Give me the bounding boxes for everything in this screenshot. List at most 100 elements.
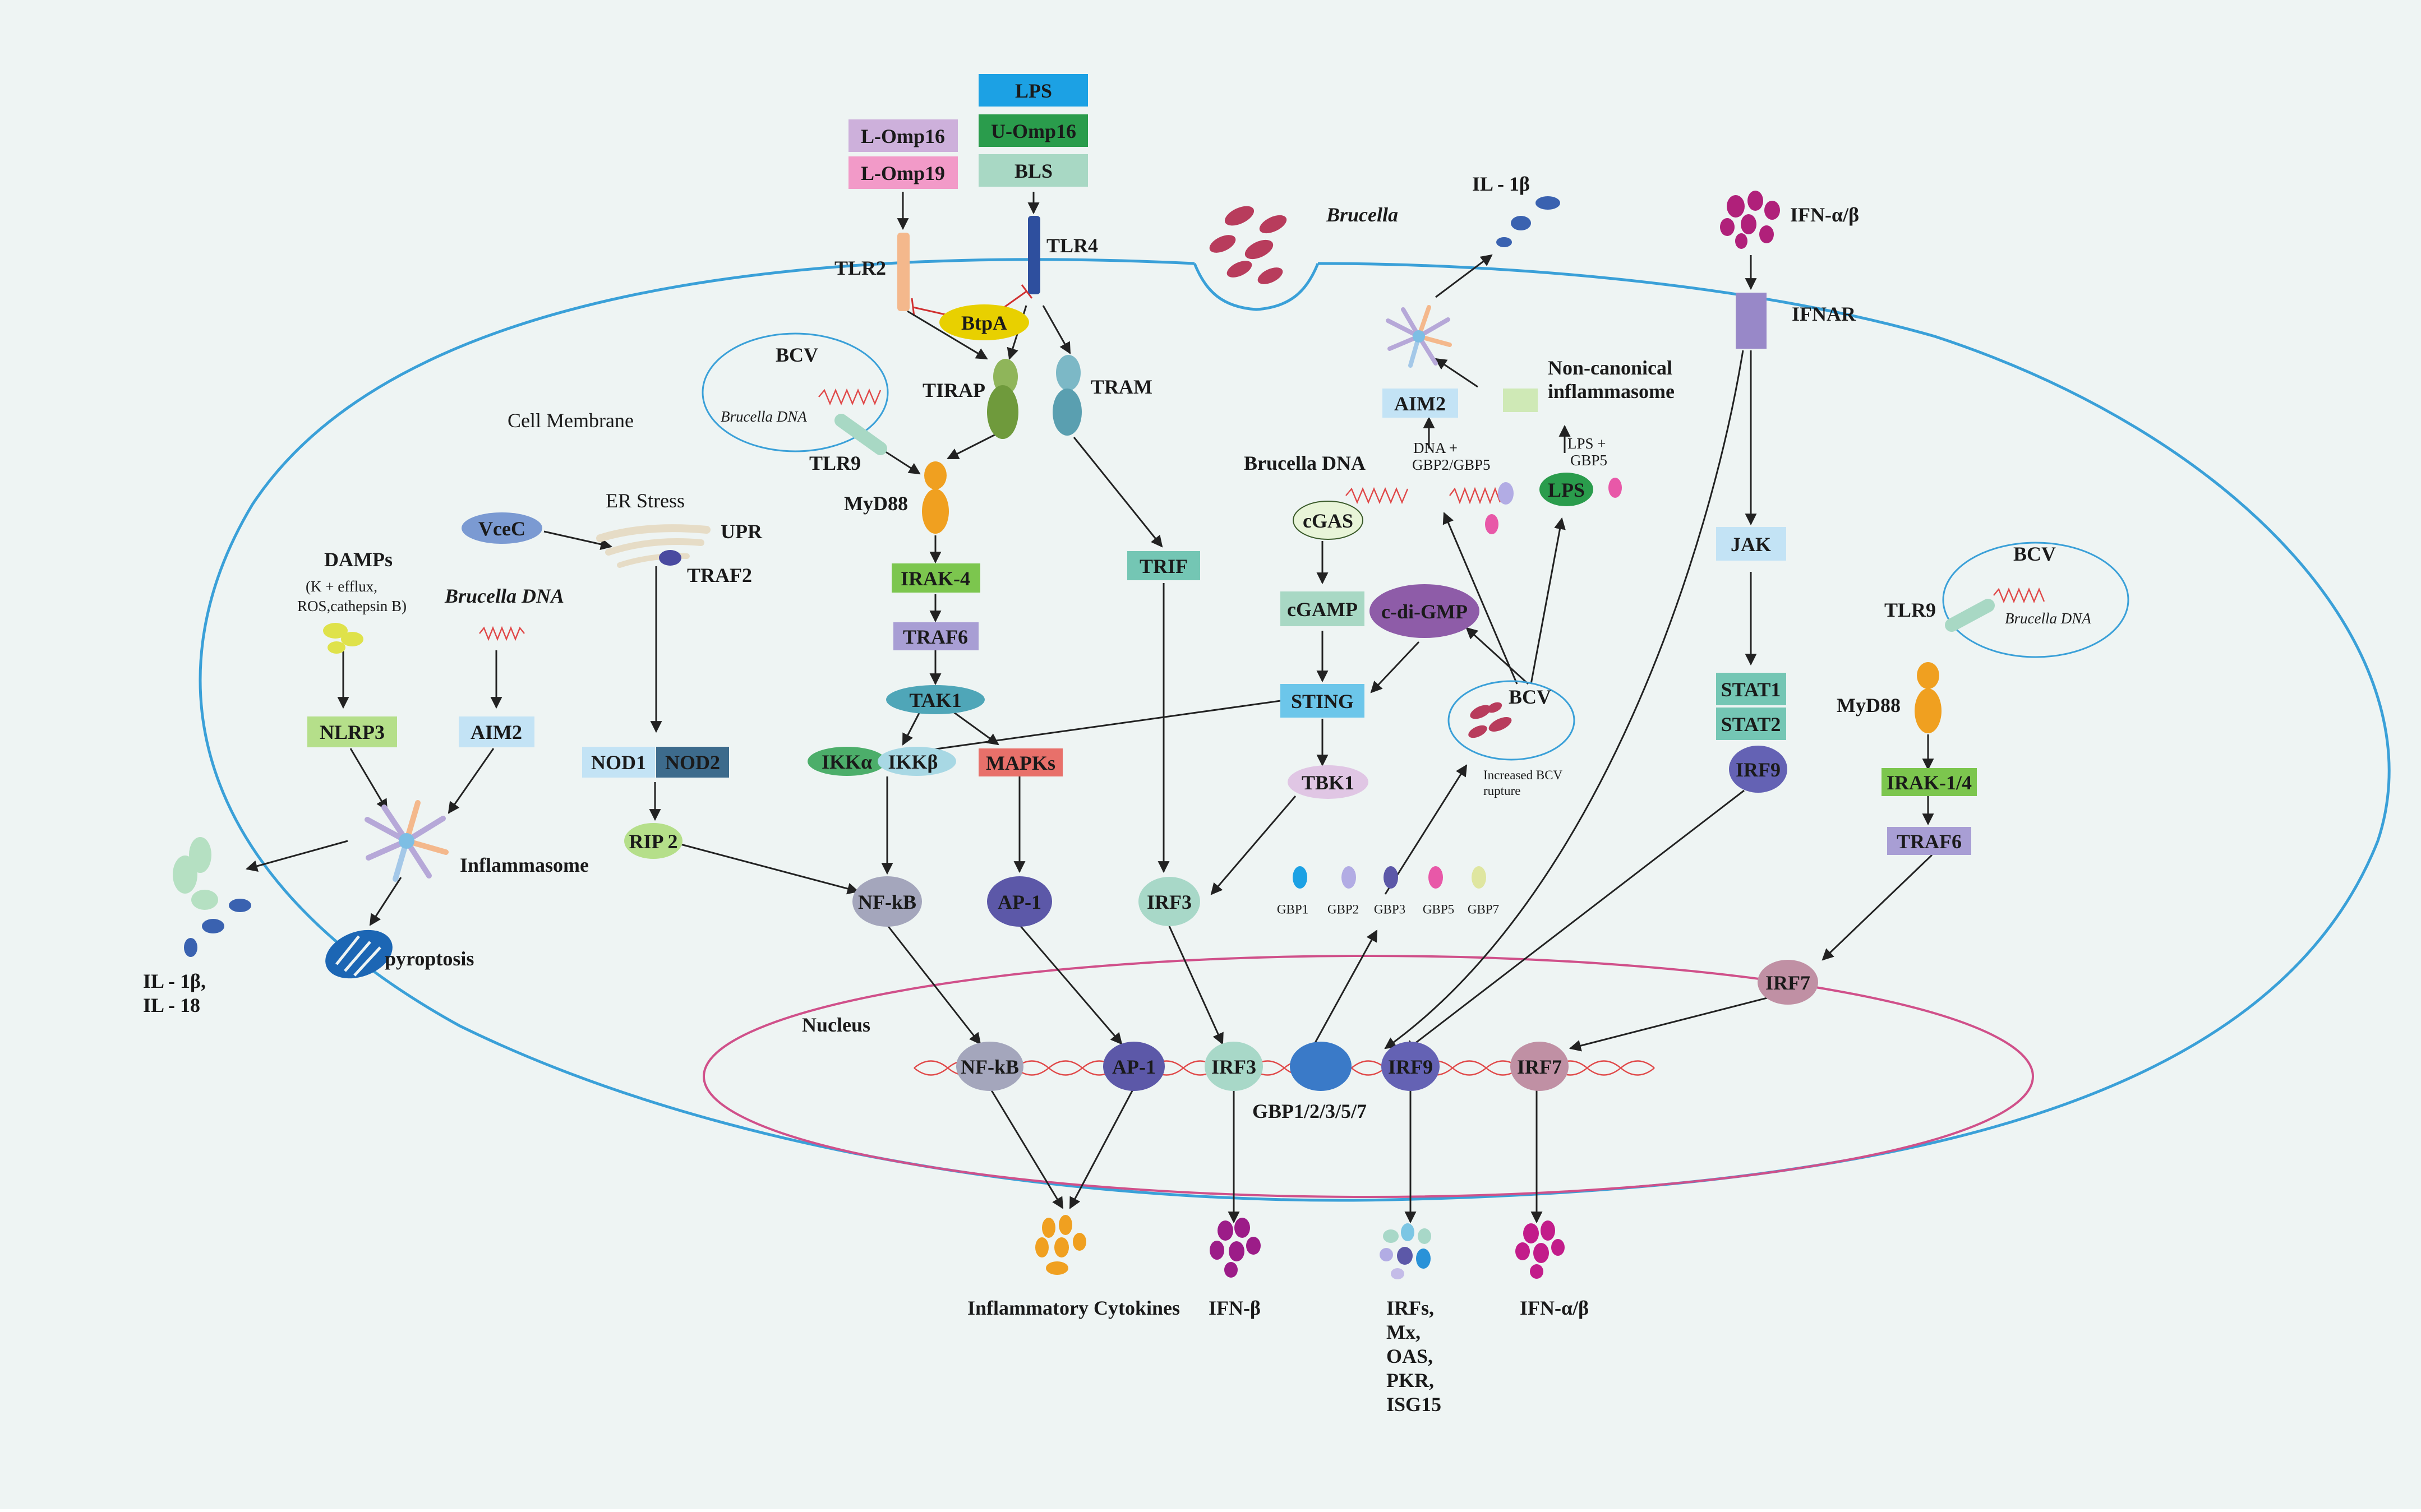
cdigmp-label: c-di-GMP [1381, 600, 1468, 623]
stat2-label: STAT2 [1721, 713, 1781, 736]
tlr9-right-label: TLR9 [1884, 599, 1936, 621]
nod2-label: NOD2 [665, 751, 720, 774]
isg-label-1: IRFs, [1386, 1297, 1434, 1319]
bcv-center [1447, 680, 1575, 761]
bcv-left-label: BCV [776, 344, 818, 366]
brucella-dna-gbp-icon [1449, 487, 1501, 505]
irf9-cyto-node: IRF9 [1729, 746, 1787, 793]
inflammatory-cytokines-label: Inflammatory Cytokines [967, 1297, 1180, 1319]
tram-adaptor [1053, 355, 1082, 436]
irf7-cyto-label: IRF7 [1765, 972, 1810, 994]
gbp-dot-pink-lps [1608, 478, 1622, 498]
non-canonical-label-2: inflammasome [1548, 380, 1675, 403]
gbp7-label: GBP7 [1468, 903, 1499, 917]
tirap-adaptor [987, 359, 1018, 439]
damps-sub-1: (K + efflux, [306, 578, 377, 595]
tlr2-receptor [897, 233, 910, 311]
damps-icon [323, 623, 363, 654]
irf3-nuclear: IRF3 [1205, 1042, 1263, 1091]
pyroptosis-icon [325, 930, 393, 979]
myd88-left-label: MyD88 [844, 492, 908, 515]
inflammasome-left-icon [365, 800, 449, 882]
brucella-dna-left-label: Brucella DNA [444, 585, 564, 607]
l-omp19-label: L-Omp19 [861, 162, 945, 184]
rip2-node: RIP 2 [624, 823, 683, 859]
lps-cyto-label: LPS [1548, 479, 1585, 501]
mapks-box: MAPKs [979, 748, 1063, 776]
btpa-label: BtpA [961, 312, 1007, 334]
irf3-nuclear-label: IRF3 [1211, 1056, 1256, 1078]
phagocytic-cup [1193, 263, 1320, 311]
sting-box: STING [1280, 684, 1364, 718]
upr-label: UPR [721, 520, 763, 543]
dna-gbp-label-1: DNA + [1413, 440, 1458, 456]
gbp-dot-pink [1485, 514, 1498, 534]
myd88-left [922, 461, 949, 534]
cdigmp-node: c-di-GMP [1369, 584, 1479, 638]
aim2-left-box: AIM2 [459, 716, 534, 747]
ifn-ab-top-label: IFN-α/β [1790, 204, 1859, 226]
tlr9-left-label: TLR9 [809, 452, 861, 474]
nfkb-nuclear: NF-kB [956, 1042, 1023, 1091]
bcv-center-label: BCV [1509, 686, 1551, 708]
gbp3-label: GBP3 [1374, 903, 1405, 917]
ap1-cyto: AP-1 [987, 876, 1052, 927]
gbp-gene-node [1290, 1042, 1352, 1091]
irf7-nuclear-label: IRF7 [1517, 1056, 1562, 1078]
gbp-dot-lilac [1498, 482, 1514, 505]
brucella-label: Brucella [1326, 204, 1398, 226]
aim2-top-box: AIM2 [1382, 389, 1458, 418]
tlr4-receptor [1028, 216, 1040, 294]
il1b-il18-icon [173, 837, 251, 957]
il1b-il18-line-1: IL - 1β, [143, 970, 206, 992]
pyroptosis-label: pyroptosis [385, 947, 474, 970]
bcv-rupture-label-1: Increased BCV [1483, 768, 1563, 782]
jak-label: JAK [1731, 533, 1771, 556]
ifn-ab-top-icon [1720, 191, 1780, 249]
ifn-ab-bottom-icon [1515, 1220, 1565, 1279]
u-omp16-label: U-Omp16 [991, 120, 1076, 142]
mapks-label: MAPKs [986, 752, 1055, 774]
irak4-box: IRAK-4 [892, 563, 980, 593]
bcv-rupture-label-2: rupture [1483, 784, 1520, 798]
u-omp16-box: U-Omp16 [979, 114, 1088, 147]
irf7-nuclear: IRF7 [1510, 1042, 1569, 1091]
bls-box: BLS [979, 154, 1088, 187]
il1b-top-icon-a [1535, 196, 1560, 210]
inflammasome-top-icon [1386, 305, 1452, 368]
isg-label-4: PKR, [1386, 1369, 1434, 1391]
gbp-row [1293, 866, 1486, 889]
nfkb-nuclear-label: NF-kB [961, 1056, 1019, 1078]
nlrp3-box: NLRP3 [307, 716, 397, 747]
lps-label: LPS [1015, 80, 1052, 102]
gbp-genes-label: GBP1/2/3/5/7 [1252, 1100, 1367, 1122]
lps-gbp-label-1: LPS + [1567, 435, 1606, 452]
myd88-right [1915, 662, 1942, 733]
ikka-label: IKKα [822, 751, 872, 773]
ikk-complex: IKKα IKKβ [808, 747, 956, 776]
traf6-left-label: TRAF6 [903, 626, 968, 648]
vcec-label: VceC [478, 517, 525, 540]
sting-label: STING [1291, 690, 1354, 713]
rip2-label: RIP 2 [629, 830, 677, 853]
ifnar-receptor [1736, 293, 1767, 349]
er-stress-label: ER Stress [606, 489, 685, 512]
cgas-label: cGAS [1303, 510, 1353, 532]
bcv-right [1942, 542, 2129, 658]
damps-sub-2: ROS,cathepsin B) [297, 598, 407, 614]
btpa-node: BtpA [939, 304, 1029, 340]
brucella-bacteria-icon [1209, 206, 1287, 284]
bcv-left [702, 332, 889, 452]
lps-cyto-node: LPS [1539, 473, 1593, 506]
tlr9-right-receptor [1945, 599, 1995, 632]
tram-label: TRAM [1091, 376, 1152, 398]
nod1-box: NOD1 [582, 747, 655, 778]
dna-gbp-label-2: GBP2/GBP5 [1412, 456, 1491, 473]
isg-products-icon [1380, 1223, 1431, 1279]
isg-label-2: Mx, [1386, 1321, 1421, 1343]
damps-label: DAMPs [324, 548, 393, 571]
traf2-label: TRAF2 [687, 564, 752, 586]
gbp2-label: GBP2 [1327, 903, 1359, 917]
